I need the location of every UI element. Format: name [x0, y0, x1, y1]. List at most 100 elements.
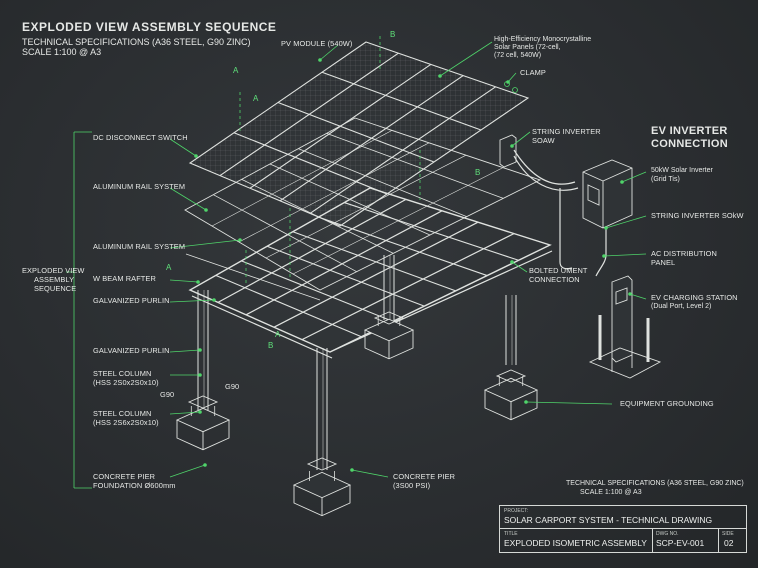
project-caption: PROJECT:	[504, 508, 529, 514]
rail-line	[213, 194, 357, 273]
label-column-2-size: (HSS 2S6x2S0x10)	[93, 418, 159, 427]
label-exploded-3: SEQUENCE	[34, 284, 77, 293]
beam-edge	[185, 253, 321, 301]
title-block-divider	[500, 528, 746, 529]
rafter	[217, 198, 407, 303]
leader-line	[169, 464, 206, 478]
rafter	[273, 221, 479, 328]
project-name: SOLAR CARPORT SYSTEM - TECHNICAL DRAWING	[504, 515, 713, 525]
label-column-1: STEEL COLUMN	[93, 369, 152, 378]
label-pier-1-size: FOUNDATION Ø600mm	[93, 481, 176, 490]
frame-lines	[175, 117, 662, 517]
marker-b: B	[268, 341, 274, 350]
label-ev-charging-2: (Dual Port, Level 2)	[651, 303, 712, 310]
base-plate	[187, 395, 219, 409]
label-purlin-2: GALVANIZED PURLIN	[93, 346, 170, 355]
label-rail-system-1: ALUMINUM RAIL SYSTEM	[93, 182, 186, 191]
purlin	[241, 260, 394, 322]
conduit-drop	[595, 226, 607, 277]
label-column-1-size: (HSS 2S0x2S0x10)	[93, 378, 159, 387]
label-g90-right: G90	[225, 382, 240, 391]
title-block: PROJECT: SOLAR CARPORT SYSTEM - TECHNICA…	[499, 505, 747, 553]
solar-panels	[188, 41, 530, 227]
leader-dot	[212, 298, 216, 302]
leader-line	[169, 299, 215, 303]
label-column-2: STEEL COLUMN	[93, 409, 152, 418]
leader-line	[169, 411, 201, 415]
leader-dots	[194, 58, 632, 472]
label-bolted: BOLTED UMENT	[529, 266, 588, 275]
leader-line	[603, 253, 647, 257]
purlin	[344, 202, 519, 261]
drawing-title: EXPLODED VIEW ASSEMBLY SEQUENCE	[22, 20, 277, 34]
purlin	[318, 216, 488, 277]
label-ev-charging: EV CHARGING STATION	[651, 293, 738, 302]
w-beam-rafter	[329, 250, 553, 353]
label-g90-left: G90	[160, 390, 175, 399]
conduit-vertical	[559, 188, 573, 270]
leader-dot	[204, 208, 208, 212]
leader-dot	[198, 348, 202, 352]
leader-dot	[438, 74, 442, 78]
label-pier-2-psi: (3S00 PSI)	[393, 481, 431, 490]
panel-divider	[277, 101, 435, 163]
solar-inverter-box	[582, 159, 633, 229]
label-grounding: EQUIPMENT GROUNDING	[620, 399, 714, 408]
concrete-pier	[292, 471, 352, 499]
leader-dot	[604, 226, 608, 230]
base-plate	[373, 311, 405, 325]
label-dc-disconnect: DC DISCONNECT SWITCH	[93, 133, 188, 142]
leader-dot	[506, 80, 510, 84]
inverter-edge	[582, 171, 604, 182]
leader-line	[169, 187, 207, 211]
leader-dot	[318, 58, 322, 62]
label-clamp: CLAMP	[520, 68, 546, 77]
leader-line	[605, 215, 647, 229]
rafter	[245, 210, 443, 316]
dwg-caption: DWG NO.	[656, 531, 679, 537]
sheet-caption: SIDE	[722, 531, 734, 537]
leader-dot	[196, 280, 200, 284]
w-beam-rafter	[191, 295, 333, 359]
marker-a: A	[166, 263, 172, 272]
leader-line	[169, 349, 201, 353]
footer-spec: TECHNICAL SPECIFICATIONS (A36 STEEL, G90…	[566, 480, 744, 487]
leader-line	[629, 293, 647, 300]
dwg-number: SCP-EV-001	[656, 538, 705, 548]
leader-dot	[350, 468, 354, 472]
leader-dot	[194, 154, 198, 158]
title-caption: TITLE	[504, 531, 518, 537]
leader-line	[351, 469, 389, 478]
label-string-inverter-rating: SOAW	[532, 136, 555, 145]
leader-dot	[198, 410, 202, 414]
drawing-scale: SCALE 1:100 @ A3	[22, 47, 102, 57]
leader-dot	[620, 180, 624, 184]
leader-line	[169, 239, 241, 249]
ev-charger-screen	[615, 287, 628, 305]
leader-line	[621, 171, 647, 183]
leader-dot	[198, 373, 202, 377]
label-panels-2: Solar Panels (72-cell,	[494, 44, 561, 51]
label-solar-inverter: 50kW Solar Inverter	[651, 167, 713, 174]
label-pier-1: CONCRETE PIER	[93, 472, 156, 481]
leader-dot	[203, 463, 207, 467]
marker-b: B	[475, 168, 481, 177]
leader-line	[507, 72, 517, 83]
label-pv-module: PV MODULE (540W)	[281, 39, 353, 48]
purlin	[215, 274, 362, 338]
purlin	[266, 245, 425, 307]
label-ev-inverter: EV INVERTER	[651, 125, 728, 137]
conduit	[513, 155, 579, 191]
conduit	[513, 149, 576, 185]
panel-divider	[233, 132, 388, 195]
panel-divider	[321, 71, 482, 131]
footer-scale: SCALE 1:100 @ A3	[580, 489, 642, 496]
inverter-edge	[602, 167, 633, 182]
sheet-number: 02	[724, 538, 734, 548]
label-exploded-1: EXPLODED VIEW	[22, 266, 85, 275]
base-plate	[306, 457, 338, 471]
leader-dot	[602, 254, 606, 258]
leader-line	[511, 131, 531, 147]
leader-line	[169, 138, 197, 157]
